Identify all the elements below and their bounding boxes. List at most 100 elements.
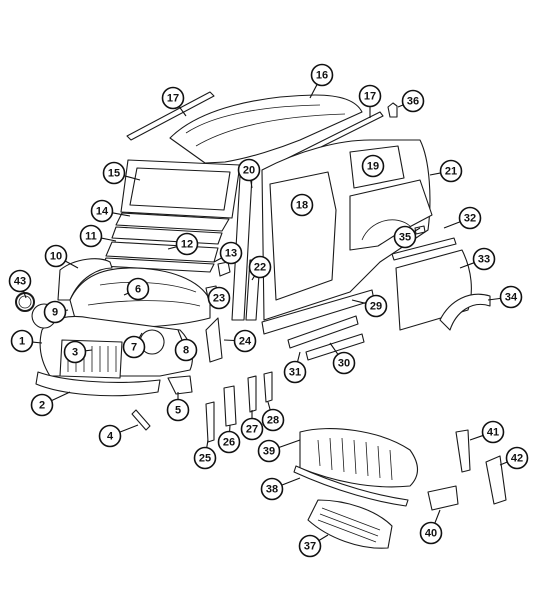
callout-label-11: 11 <box>85 231 97 243</box>
front-closing-panel <box>167 375 193 395</box>
callout-circle-10 <box>44 244 68 268</box>
leader-line-28 <box>267 401 271 411</box>
callout-circle-19 <box>361 154 385 178</box>
callout-circle-43 <box>8 269 32 293</box>
roof-gutter-left <box>126 91 215 141</box>
leader-line-34 <box>487 297 501 301</box>
leader-line-24 <box>223 339 235 342</box>
leader-line-20 <box>250 180 253 189</box>
callout-circle-39 <box>257 439 281 463</box>
callout-label-2: 2 <box>39 400 45 412</box>
grille-insert-slots <box>317 507 381 543</box>
leader-line-36 <box>397 104 404 108</box>
callout-label-9: 9 <box>52 307 58 319</box>
leader-line-40 <box>434 509 441 524</box>
bracket-24 <box>205 317 223 363</box>
callout-circle-17 <box>358 84 382 108</box>
clip-35 <box>414 225 426 235</box>
bracket-27 <box>247 375 257 413</box>
callout-label-10: 10 <box>50 251 62 263</box>
callout-circle-28 <box>261 408 285 432</box>
callout-label-7: 7 <box>131 342 137 354</box>
callout-label-40: 40 <box>425 528 437 540</box>
callout-label-17: 17 <box>364 91 376 103</box>
windscreen-glass <box>129 167 231 211</box>
panel-40 <box>427 485 459 511</box>
callout-circle-9 <box>43 300 67 324</box>
callout-circle-6 <box>126 277 150 301</box>
callout-label-26: 26 <box>223 437 235 449</box>
roof-panel <box>169 94 363 164</box>
leader-line-4 <box>119 424 139 433</box>
callout-circle-26 <box>217 430 241 454</box>
callout-label-20: 20 <box>243 165 255 177</box>
callout-circle-18 <box>290 193 314 217</box>
callout-circle-8 <box>174 338 198 362</box>
roof-bracket <box>387 102 398 118</box>
callout-label-37: 37 <box>304 541 316 553</box>
callout-circle-37 <box>298 534 322 558</box>
callout-label-23: 23 <box>213 293 225 305</box>
callout-label-28: 28 <box>267 415 279 427</box>
leader-line-31 <box>297 351 301 362</box>
callout-circle-38 <box>260 477 284 501</box>
callout-circle-12 <box>175 232 199 256</box>
scuttle-panel <box>115 212 230 232</box>
callout-circle-23 <box>207 286 231 310</box>
leader-line-11 <box>101 237 117 242</box>
leader-line-3 <box>85 349 93 352</box>
leader-lines <box>22 84 508 541</box>
callout-circle-2 <box>30 393 54 417</box>
leader-line-32 <box>443 221 461 229</box>
bracket-28 <box>263 371 273 403</box>
leader-line-8 <box>177 329 183 341</box>
callout-label-6: 6 <box>135 284 141 296</box>
panel-42 <box>485 455 507 505</box>
callout-label-15: 15 <box>108 168 120 180</box>
callout-label-31: 31 <box>289 367 301 379</box>
rear-lower-strip <box>293 465 409 507</box>
callout-label-29: 29 <box>370 301 382 313</box>
rear-wing-strip <box>391 237 457 261</box>
callout-circle-13 <box>219 241 243 265</box>
leader-line-41 <box>469 434 484 441</box>
callout-label-24: 24 <box>239 336 252 348</box>
callout-label-8: 8 <box>183 345 189 357</box>
callout-circle-29 <box>364 294 388 318</box>
roof-panel-ribs <box>185 104 346 147</box>
callout-circle-14 <box>90 199 114 223</box>
callout-circle-17 <box>161 86 185 110</box>
leader-line-21 <box>429 172 441 176</box>
callout-label-38: 38 <box>266 484 278 496</box>
headlamp-right <box>139 329 165 355</box>
leader-line-10 <box>64 260 79 269</box>
bracket-13 <box>217 261 231 277</box>
callout-label-12: 12 <box>181 239 193 251</box>
callout-circle-3 <box>63 340 87 364</box>
leader-line-17 <box>178 106 187 117</box>
callout-label-3: 3 <box>72 347 78 359</box>
sill-strip-31 <box>287 315 359 349</box>
callout-circle-36 <box>401 89 425 113</box>
leader-line-25 <box>206 439 209 448</box>
callout-circle-42 <box>505 446 529 470</box>
callout-label-4: 4 <box>107 431 114 443</box>
callout-label-27: 27 <box>246 424 258 436</box>
wheel-arch-panel <box>439 293 491 331</box>
callout-circle-1 <box>10 329 34 353</box>
rear-wing-panel <box>395 249 472 331</box>
bonnet-crease <box>87 282 201 307</box>
bracket-26 <box>223 385 237 427</box>
callout-circle-16 <box>310 63 334 87</box>
callout-label-43: 43 <box>14 276 26 288</box>
callout-label-22: 22 <box>254 262 266 274</box>
leader-line-38 <box>281 477 301 486</box>
leader-line-1 <box>32 341 43 344</box>
callout-label-33: 33 <box>478 254 490 266</box>
callout-label-13: 13 <box>225 248 237 260</box>
callout-circle-5 <box>166 398 190 422</box>
grille-insert <box>307 499 393 549</box>
callout-label-42: 42 <box>511 453 523 465</box>
